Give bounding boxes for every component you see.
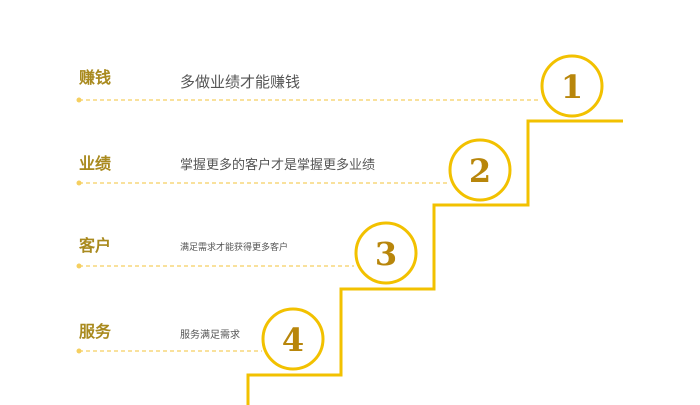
step-description-4: 服务满足需求 xyxy=(180,330,240,341)
step-circle-2: 2 xyxy=(448,138,512,202)
step-ring-2 xyxy=(448,138,512,202)
step-ring-3 xyxy=(354,221,418,285)
step-circle-3: 3 xyxy=(354,221,418,285)
staircase-line xyxy=(246,119,623,405)
step-title-1: 赚钱 xyxy=(79,68,112,87)
step-title-4: 服务 xyxy=(79,322,112,341)
guide-dot-3 xyxy=(76,263,82,269)
guide-dot-2 xyxy=(76,180,82,186)
guide-dot-4 xyxy=(76,348,82,354)
step-ring-4 xyxy=(261,307,325,371)
step-number-2: 2 xyxy=(469,152,491,190)
step-number-1: 1 xyxy=(561,68,583,106)
step-title-3: 客户 xyxy=(79,236,112,255)
step-circle-4: 4 xyxy=(261,307,325,371)
guide-dots xyxy=(76,97,82,354)
step-description-2: 掌握更多的客户才是掌握更多业绩 xyxy=(180,158,376,173)
step-title-2: 业绩 xyxy=(79,154,112,173)
dashed-guides xyxy=(79,99,540,352)
step-description-1: 多做业绩才能赚钱 xyxy=(180,73,301,91)
step-number-4: 4 xyxy=(282,321,304,359)
guide-dot-1 xyxy=(76,97,82,103)
step-ring-1 xyxy=(540,54,604,118)
step-number-3: 3 xyxy=(375,235,397,273)
step-circle-1: 1 xyxy=(540,54,604,118)
step-description-3: 满足需求才能获得更多客户 xyxy=(180,243,289,253)
